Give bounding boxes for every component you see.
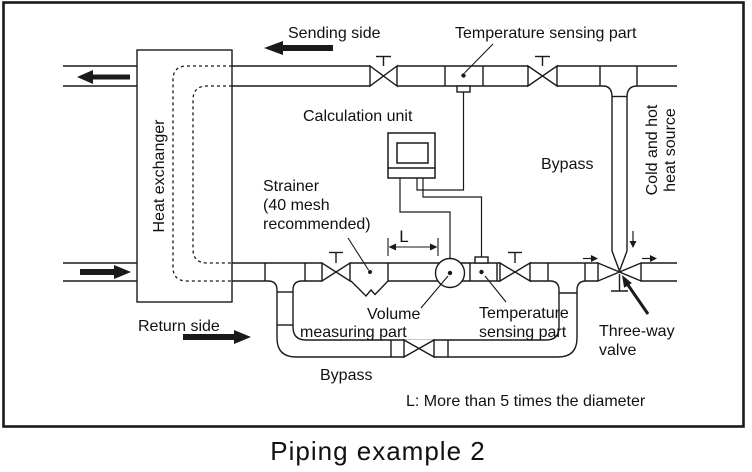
arrow-right-after-valve-icon	[650, 255, 657, 262]
label-l-note: L: More than 5 times the diameter	[406, 393, 646, 410]
l-dimension	[387, 238, 439, 256]
calculation-unit-screen	[396, 142, 429, 164]
label-volume-2: measuring part	[300, 324, 407, 341]
label-bypass-top: Bypass	[541, 156, 593, 173]
temp-sensor-dot-bottom	[479, 269, 484, 275]
arrow-down-bypass-icon	[629, 241, 637, 248]
label-calculation-unit: Calculation unit	[303, 108, 413, 125]
wire-temp-bottom	[422, 178, 483, 257]
label-temp-bottom-2: sensing part	[479, 324, 567, 341]
valves	[321, 55, 642, 359]
label-strainer-3: recommended)	[263, 216, 371, 233]
label-heat-exchanger: Heat exchanger	[151, 119, 168, 233]
volume-sensor-dot	[447, 270, 453, 276]
label-temp-sensing-top: Temperature sensing part	[455, 25, 637, 42]
label-volume-1: Volume	[367, 306, 420, 323]
valve-sending-1	[369, 55, 398, 88]
leader-temp-bottom	[484, 275, 507, 303]
leader-lines	[347, 43, 650, 315]
exchanger-internal-pipe	[172, 65, 232, 282]
heat-exchanger-box	[136, 49, 233, 303]
flow-arrow-left-bottom-icon	[80, 265, 131, 279]
label-cold-hot-1: Cold and hot	[644, 104, 661, 195]
dim-arrow-right-icon	[430, 243, 438, 251]
label-l-dim: L	[399, 227, 408, 246]
label-bypass-bottom: Bypass	[320, 367, 372, 384]
label-sending-side: Sending side	[288, 25, 381, 42]
valve-lower-bypass	[403, 338, 435, 359]
calculation-unit-symbol	[387, 132, 436, 179]
valve-return-1	[321, 251, 351, 283]
label-strainer-1: Strainer	[263, 178, 320, 195]
dim-arrow-left-icon	[388, 243, 396, 251]
strainer-symbol	[350, 280, 389, 298]
flow-arrows	[77, 41, 333, 344]
temp-sensor-dot-top	[461, 73, 466, 78]
figure-caption: Piping example 2	[270, 436, 485, 466]
leader-three-way	[626, 284, 650, 315]
signal-wires	[399, 92, 483, 260]
wire-temp-top	[416, 92, 465, 191]
leader-strainer	[347, 237, 369, 271]
three-way-valve	[597, 250, 642, 292]
valve-return-2	[499, 251, 531, 283]
valve-sending-2	[527, 55, 558, 88]
small-flow-arrows	[583, 231, 657, 262]
label-three-way-1: Three-way	[599, 323, 675, 340]
label-temp-bottom-1: Temperature	[479, 305, 569, 322]
temp-pocket-bottom	[474, 256, 489, 264]
flow-arrow-left-top-icon	[77, 70, 130, 84]
leader-temp-top	[464, 43, 494, 74]
wire-flowmeter	[399, 178, 451, 260]
leader-strainer-dot	[368, 270, 372, 274]
temp-pocket-top	[456, 85, 471, 93]
label-three-way-2: valve	[599, 342, 636, 359]
leader-three-way-arrowhead-icon	[622, 275, 632, 288]
sending-side-arrow-icon	[264, 41, 333, 55]
arrow-right-before-valve-icon	[591, 255, 598, 262]
label-cold-hot-2: heat source	[662, 108, 679, 192]
leader-volume	[420, 275, 449, 309]
label-return-side: Return side	[138, 318, 220, 335]
return-side-arrow-icon	[183, 330, 251, 344]
label-strainer-2: (40 mesh	[263, 197, 330, 214]
instruments	[387, 73, 489, 289]
